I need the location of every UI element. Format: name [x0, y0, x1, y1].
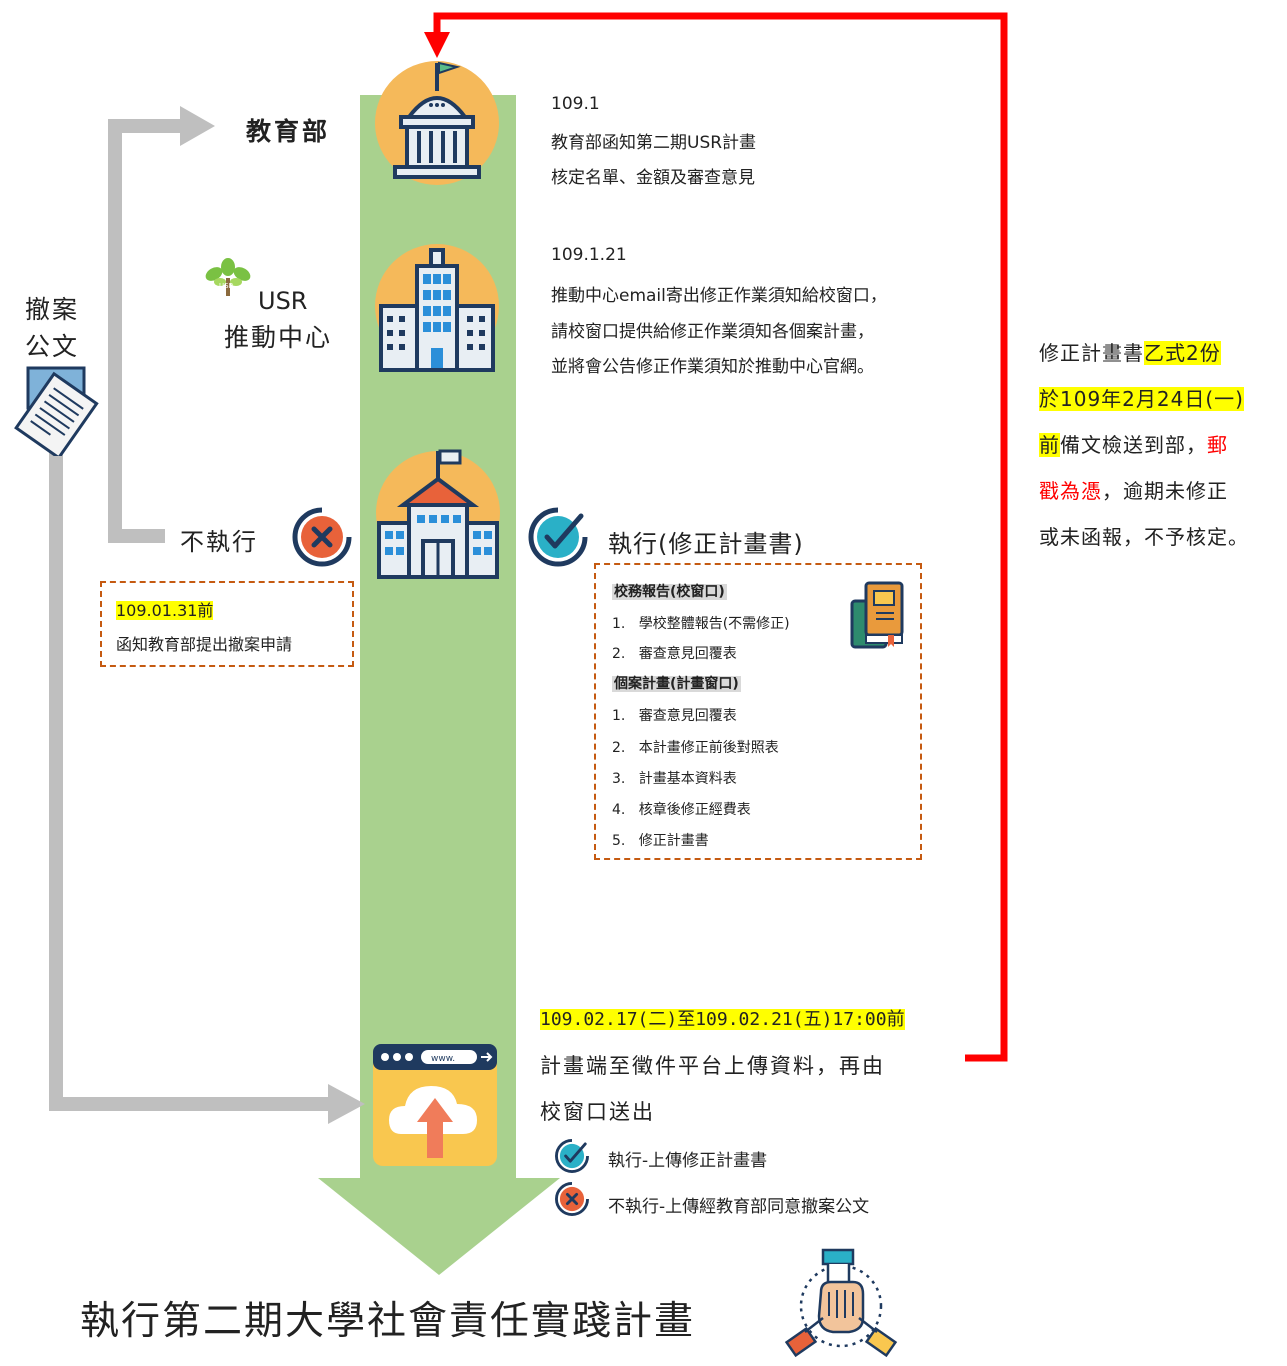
upload-option-not-execute: 不執行-上傳經教育部同意撤案公文	[608, 1197, 870, 1217]
cross-icon	[289, 504, 355, 570]
upload-option-execute: 執行-上傳修正計畫書	[608, 1151, 768, 1171]
usr-logo-text: USR	[219, 282, 234, 290]
office-tower-icon	[371, 240, 503, 374]
project-section-heading: 個案計畫(計畫窗口)	[612, 676, 741, 692]
timeline-arrowhead	[318, 1178, 560, 1275]
list-item: 3. 計畫基本資料表	[612, 771, 737, 787]
check-icon	[553, 1137, 591, 1175]
center-side-label-1: USR	[258, 287, 308, 315]
list-item: 1. 審查意見回覆表	[612, 708, 737, 724]
execute-label: 執行(修正計畫書)	[608, 530, 804, 558]
document-icon	[10, 364, 100, 460]
withdraw-doc-label-1: 撤案	[25, 295, 80, 324]
feedback-arrow-head	[424, 32, 450, 58]
list-item: 4. 核章後修正經費表	[612, 802, 751, 818]
deadline-note: 修正計畫書乙式2份 於109年2月24日(一) 前備文檢送到部，郵 戳為憑，逾期…	[1039, 341, 1249, 549]
books-icon	[846, 579, 908, 651]
center-side-label-2: 推動中心	[224, 323, 333, 352]
moe-date: 109.1	[551, 94, 600, 114]
not-execute-label: 不執行	[180, 528, 258, 556]
withdraw-doc-label-2: 公文	[25, 332, 80, 361]
withdraw-deadline: 109.01.31前	[116, 601, 214, 620]
center-desc-1: 推動中心email寄出修正作業須知給校窗口，	[551, 286, 887, 306]
documents-checklist-box: 校務報告(校窗口) 1. 學校整體報告(不需修正) 2. 審查意見回覆表 個案計…	[594, 563, 922, 860]
footer-title: 執行第二期大學社會責任實踐計畫	[80, 1299, 696, 1344]
upload-period: 109.02.17(二)至109.02.21(五)17:00前	[540, 1009, 905, 1030]
withdraw-to-upload-arrow	[49, 438, 330, 1111]
center-desc-3: 並將會公告修正作業須知於推動中心官網。	[551, 357, 874, 377]
withdraw-request-box: 109.01.31前 函知教育部提出撤案申請	[100, 581, 354, 667]
list-item: 2. 審查意見回覆表	[612, 646, 737, 662]
list-item: 5. 修正計畫書	[612, 833, 709, 849]
list-item: 1. 學校整體報告(不需修正)	[612, 616, 790, 632]
list-item: 2. 本計畫修正前後對照表	[612, 740, 779, 756]
school-section-heading: 校務報告(校窗口)	[612, 584, 727, 600]
upload-platform-icon: www.	[371, 1042, 499, 1168]
withdraw-request-text: 函知教育部提出撤案申請	[116, 635, 293, 654]
cross-icon	[553, 1180, 591, 1218]
moe-desc-2: 核定名單、金額及審查意見	[551, 168, 755, 188]
check-icon	[525, 504, 591, 570]
feedback-arrow-line	[433, 12, 1008, 1062]
moe-desc-1: 教育部函知第二期USR計畫	[551, 133, 757, 153]
upload-desc-2: 校窗口送出	[540, 1100, 655, 1124]
upload-desc-1: 計畫端至徵件平台上傳資料，再由	[540, 1054, 885, 1078]
moe-side-label: 教育部	[246, 117, 331, 146]
center-desc-2: 請校窗口提供給修正作業須知各個案計畫，	[551, 322, 874, 342]
teamwork-hands-icon	[783, 1246, 899, 1362]
browser-url-text: www.	[431, 1054, 455, 1064]
usr-logo-icon: USR	[200, 258, 256, 298]
center-date: 109.1.21	[551, 245, 627, 265]
moe-building-icon	[371, 55, 503, 187]
school-building-icon	[371, 445, 505, 581]
withdraw-to-moe-arrow	[108, 119, 182, 543]
